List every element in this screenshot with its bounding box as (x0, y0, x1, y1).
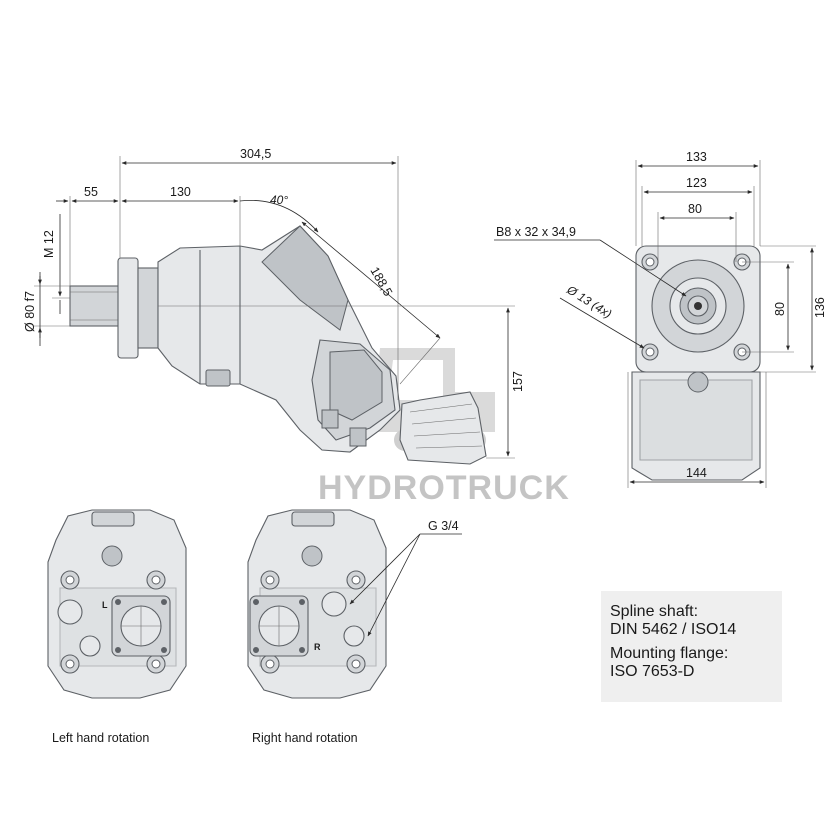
watermark-text: HYDROTRUCK (318, 469, 570, 507)
pump-front-view: 133 123 80 B8 x 32 x 34,9 Ø 13 (4x) 80 1… (494, 150, 827, 488)
spline-shaft-title: Spline shaft: (610, 603, 699, 620)
rotation-mark-right: R (314, 642, 321, 652)
left-rotation-view: L Left hand rotation (47, 509, 187, 745)
info-box: Spline shaft: DIN 5462 / ISO14 Mounting … (601, 591, 782, 702)
dim-80-horizontal: 80 (688, 202, 702, 216)
caption-right-rotation: Right hand rotation (252, 731, 358, 745)
shaft (69, 285, 121, 327)
dim-55: 55 (84, 185, 98, 199)
dim-123: 123 (686, 176, 707, 190)
right-rotation-view: R G 3/4 Right hand rotation (247, 509, 462, 745)
dim-304-5: 304,5 (240, 147, 271, 161)
rotation-mark-left: L (102, 600, 108, 610)
dim-angle-40: 40° (270, 193, 288, 207)
caption-left-rotation: Left hand rotation (52, 731, 149, 745)
spline-shaft-standard: DIN 5462 / ISO14 (610, 621, 737, 638)
dim-133: 133 (686, 150, 707, 164)
port-fitting (399, 391, 487, 465)
dim-m12-thread: M 12 (42, 230, 56, 258)
mounting-flange (117, 257, 139, 359)
mounting-flange-title: Mounting flange: (610, 645, 729, 662)
label-port-size: G 3/4 (428, 519, 459, 533)
label-spline-spec: B8 x 32 x 34,9 (496, 225, 576, 239)
pump-side-view: 304,5 55 130 40° 188,5 M 12 Ø 80 f7 (23, 147, 525, 465)
dim-130: 130 (170, 185, 191, 199)
dim-136: 136 (813, 297, 827, 318)
dim-80-vertical: 80 (773, 302, 787, 316)
mounting-flange-standard: ISO 7653-D (610, 663, 695, 680)
dim-144: 144 (686, 466, 707, 480)
dim-157: 157 (511, 371, 525, 392)
dim-188-5: 188,5 (367, 265, 395, 299)
dim-shaft-diameter: Ø 80 f7 (23, 291, 37, 332)
